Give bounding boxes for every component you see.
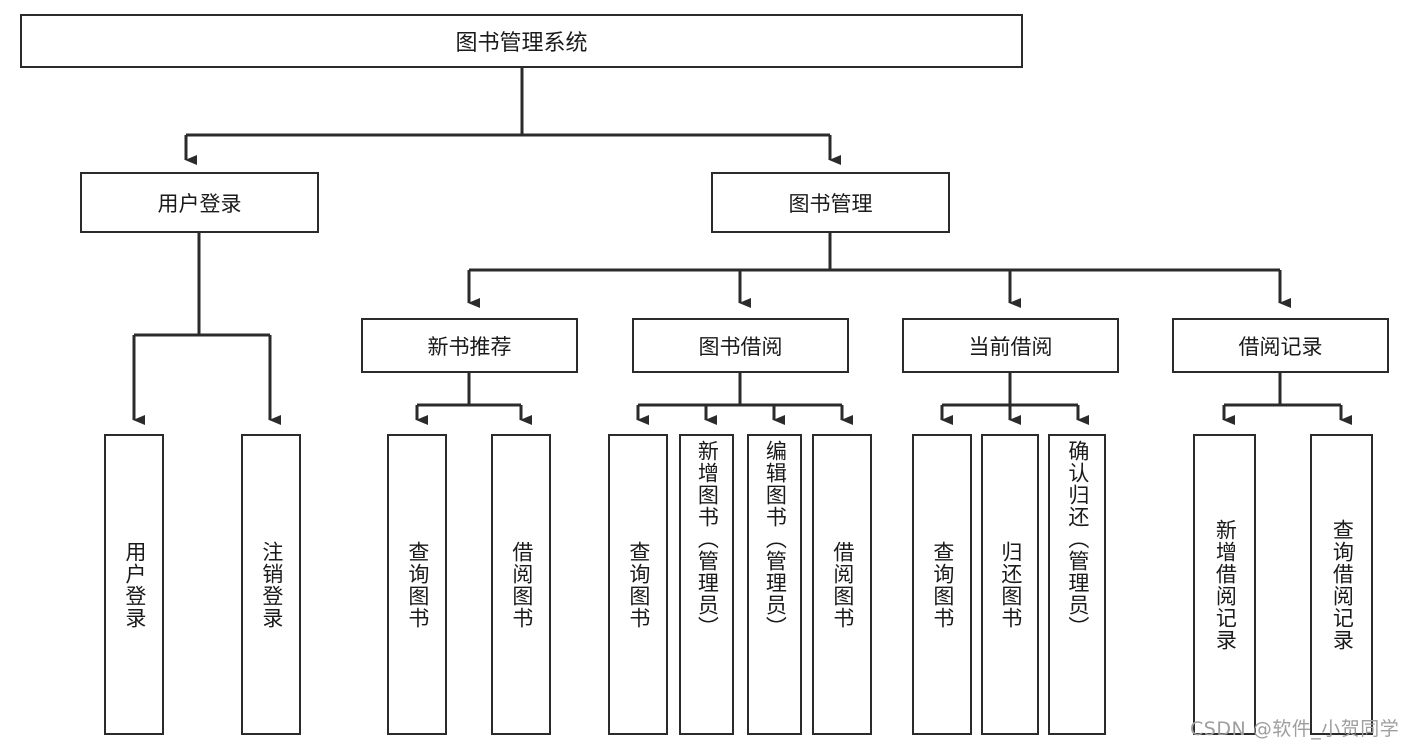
vertical-text-cell: 查询图书 bbox=[389, 436, 445, 733]
leaf-borrow-record-add[interactable]: 新增借阅记录 bbox=[1193, 434, 1256, 735]
leaf-label: 归还图书 bbox=[998, 540, 1023, 629]
vertical-text-cell: 新增借阅记录 bbox=[1195, 436, 1254, 733]
vertical-text-cell: 归还图书 bbox=[983, 436, 1037, 733]
vertical-text-cell: 查询图书 bbox=[610, 436, 666, 733]
vertical-text-cell: 确认归还（管理员） bbox=[1050, 436, 1104, 733]
leaf-new-book-query[interactable]: 查询图书 bbox=[387, 434, 447, 735]
node-label: 用户登录 bbox=[157, 191, 242, 216]
node-user-login[interactable]: 用户登录 bbox=[80, 172, 319, 233]
node-label: 图书管理系统 bbox=[455, 31, 588, 56]
node-borrow-record[interactable]: 借阅记录 bbox=[1172, 318, 1389, 373]
vertical-text-cell: 查询图书 bbox=[914, 436, 970, 733]
leaf-label: 借阅图书 bbox=[830, 540, 855, 629]
node-book-manage[interactable]: 图书管理 bbox=[711, 172, 950, 233]
leaf-current-borrow-return[interactable]: 归还图书 bbox=[981, 434, 1039, 735]
vertical-text-cell: 编辑图书（管理员） bbox=[749, 436, 800, 733]
leaf-label: 用户登录 bbox=[122, 540, 147, 629]
leaf-new-book-borrow[interactable]: 借阅图书 bbox=[491, 434, 551, 735]
vertical-text-cell: 借阅图书 bbox=[493, 436, 549, 733]
node-label: 图书管理 bbox=[788, 191, 873, 216]
leaf-label: 确认归还（管理员） bbox=[1065, 440, 1090, 638]
leaf-book-borrow-query[interactable]: 查询图书 bbox=[608, 434, 668, 735]
leaf-label: 编辑图书（管理员） bbox=[763, 440, 788, 638]
node-current-borrow[interactable]: 当前借阅 bbox=[902, 318, 1119, 373]
leaf-user-login-login[interactable]: 用户登录 bbox=[104, 434, 164, 735]
vertical-text-cell: 用户登录 bbox=[106, 436, 162, 733]
leaf-book-borrow-borrow[interactable]: 借阅图书 bbox=[812, 434, 872, 735]
node-label: 图书借阅 bbox=[698, 334, 783, 359]
leaf-user-login-logout[interactable]: 注销登录 bbox=[241, 434, 301, 735]
leaf-book-borrow-edit[interactable]: 编辑图书（管理员） bbox=[747, 434, 802, 735]
watermark-text: CSDN @软件_小贺同学 bbox=[1190, 714, 1399, 741]
vertical-text-cell: 查询借阅记录 bbox=[1312, 436, 1371, 733]
leaf-label: 注销登录 bbox=[259, 540, 284, 629]
node-label: 借阅记录 bbox=[1238, 334, 1323, 359]
node-root-system[interactable]: 图书管理系统 bbox=[20, 14, 1023, 68]
watermark-label: CSDN @软件_小贺同学 bbox=[1190, 718, 1400, 740]
leaf-current-borrow-query[interactable]: 查询图书 bbox=[912, 434, 972, 735]
node-label: 当前借阅 bbox=[968, 334, 1053, 359]
node-label: 新书推荐 bbox=[427, 334, 512, 359]
vertical-text-cell: 注销登录 bbox=[243, 436, 299, 733]
vertical-text-cell: 新增图书（管理员） bbox=[681, 436, 732, 733]
leaf-label: 新增图书（管理员） bbox=[695, 440, 720, 638]
vertical-text-cell: 借阅图书 bbox=[814, 436, 870, 733]
leaf-current-borrow-confirm[interactable]: 确认归还（管理员） bbox=[1048, 434, 1106, 735]
leaf-label: 查询图书 bbox=[405, 540, 430, 629]
node-book-borrow[interactable]: 图书借阅 bbox=[632, 318, 849, 373]
leaf-label: 查询图书 bbox=[626, 540, 651, 629]
node-new-book-recommend[interactable]: 新书推荐 bbox=[361, 318, 578, 373]
leaf-label: 新增借阅记录 bbox=[1213, 518, 1238, 651]
leaf-label: 查询图书 bbox=[930, 540, 955, 629]
leaf-book-borrow-add[interactable]: 新增图书（管理员） bbox=[679, 434, 734, 735]
leaf-borrow-record-query[interactable]: 查询借阅记录 bbox=[1310, 434, 1373, 735]
leaf-label: 借阅图书 bbox=[509, 540, 534, 629]
leaf-label: 查询借阅记录 bbox=[1330, 518, 1355, 651]
